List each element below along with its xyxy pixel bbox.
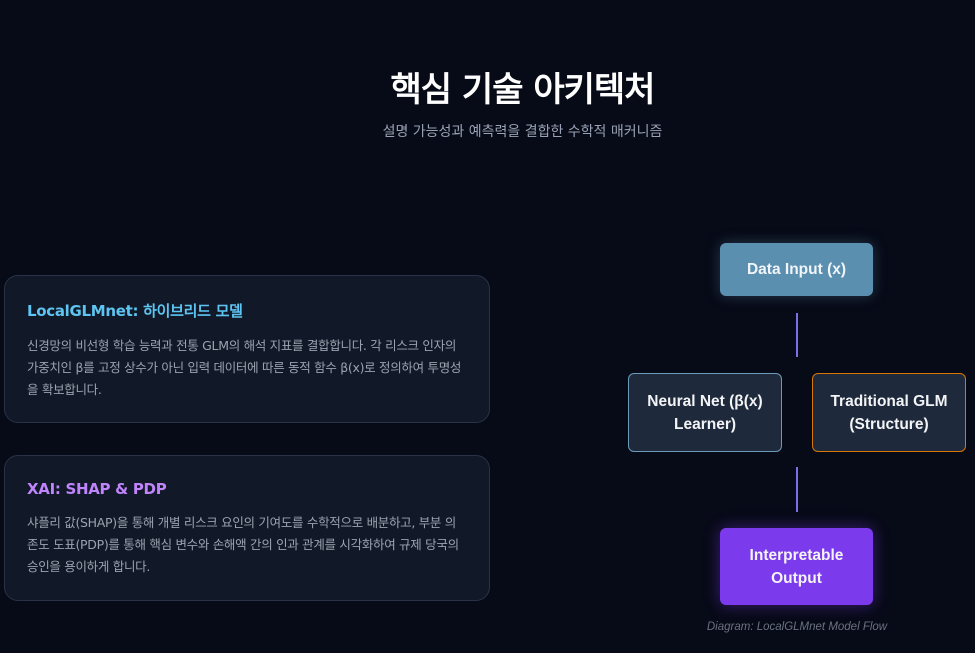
node-label-line2: Learner) bbox=[673, 415, 737, 433]
card-title: XAI: SHAP & PDP bbox=[27, 480, 167, 498]
diagram-caption: Diagram: LocalGLMnet Model Flow bbox=[706, 621, 888, 633]
data-input-node: Data Input (x) bbox=[720, 243, 873, 296]
traditional-glm-node: Traditional GLM (Structure) bbox=[812, 373, 966, 452]
localglmnet-card: LocalGLMnet: 하이브리드 모델 신경망의 비선형 학습 능력과 전통… bbox=[4, 275, 490, 423]
connector-line-top bbox=[796, 313, 798, 357]
card-title: LocalGLMnet: 하이브리드 모델 bbox=[27, 302, 243, 320]
page-title: 핵심 기술 아키텍처 bbox=[390, 70, 656, 110]
xai-card: XAI: SHAP & PDP 샤플리 값(SHAP)을 통해 개별 리스크 요… bbox=[4, 455, 490, 601]
card-body: 샤플리 값(SHAP)을 통해 개별 리스크 요인의 기여도를 수학적으로 배분… bbox=[27, 515, 459, 574]
node-label-line2: Output bbox=[771, 569, 822, 587]
node-label-line2: (Structure) bbox=[849, 415, 929, 433]
interpretable-output-node: Interpretable Output bbox=[720, 528, 873, 605]
neural-net-node: Neural Net (β(x) Learner) bbox=[628, 373, 782, 452]
connector-line-bottom bbox=[796, 467, 798, 512]
node-label-line1: Interpretable bbox=[749, 546, 844, 564]
page-subtitle: 설명 가능성과 예측력을 결합한 수학적 매커니즘 bbox=[382, 124, 663, 140]
node-label-line1: Neural Net (β(x) bbox=[647, 392, 763, 410]
card-body: 신경망의 비선형 학습 능력과 전통 GLM의 해석 지표를 결합합니다. 각 … bbox=[27, 338, 462, 397]
node-label-line1: Traditional GLM bbox=[830, 392, 948, 410]
node-label: Data Input (x) bbox=[746, 261, 847, 278]
